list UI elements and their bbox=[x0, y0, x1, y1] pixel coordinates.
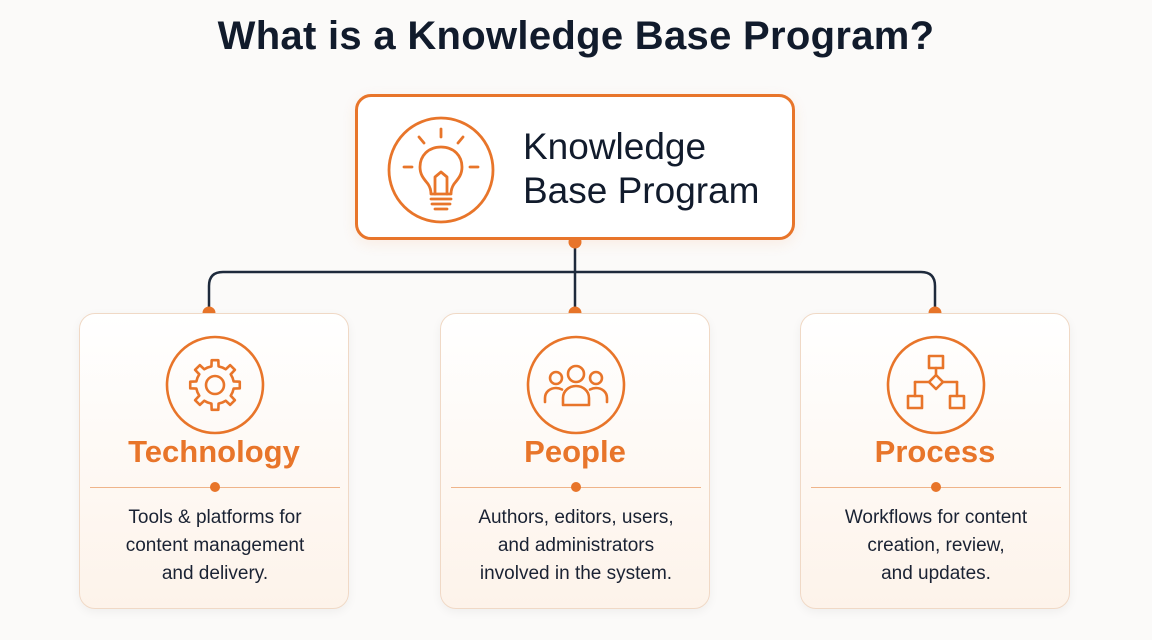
gear-icon bbox=[165, 335, 265, 435]
root-title: Knowledge Base Program bbox=[523, 125, 760, 213]
description-line: Tools & platforms for bbox=[128, 507, 302, 528]
card-heading: Process bbox=[874, 434, 996, 469]
root-title-line: Base Program bbox=[523, 170, 760, 211]
root-title-line: Knowledge bbox=[523, 126, 707, 167]
description-line: and delivery. bbox=[161, 563, 269, 584]
description-line: involved in the system. bbox=[479, 563, 673, 584]
card-heading: People bbox=[524, 434, 626, 469]
card-divider-dot bbox=[571, 482, 581, 492]
card-description: Authors, editors, users, and administrat… bbox=[451, 504, 701, 588]
branch-connector bbox=[207, 270, 937, 314]
technology-card: Technology Tools & platforms for content… bbox=[79, 313, 349, 609]
description-line: creation, review, bbox=[867, 535, 1005, 556]
flowchart-icon bbox=[886, 335, 986, 435]
card-divider-dot bbox=[931, 482, 941, 492]
people-card: People Authors, editors, users, and admi… bbox=[440, 313, 710, 609]
card-heading: Technology bbox=[128, 434, 300, 469]
root-node: Knowledge Base Program bbox=[355, 94, 795, 240]
card-divider-dot bbox=[210, 482, 220, 492]
description-line: and updates. bbox=[881, 563, 991, 584]
description-line: Authors, editors, users, bbox=[478, 507, 674, 528]
people-icon bbox=[526, 335, 626, 435]
lightbulb-icon bbox=[387, 116, 495, 224]
description-line: and administrators bbox=[497, 535, 655, 556]
description-line: content management bbox=[125, 535, 305, 556]
card-description: Workflows for content creation, review, … bbox=[811, 504, 1061, 588]
process-card: Process Workflows for content creation, … bbox=[800, 313, 1070, 609]
description-line: Workflows for content bbox=[844, 507, 1028, 528]
page-title: What is a Knowledge Base Program? bbox=[217, 14, 935, 58]
card-description: Tools & platforms for content management… bbox=[90, 504, 340, 588]
